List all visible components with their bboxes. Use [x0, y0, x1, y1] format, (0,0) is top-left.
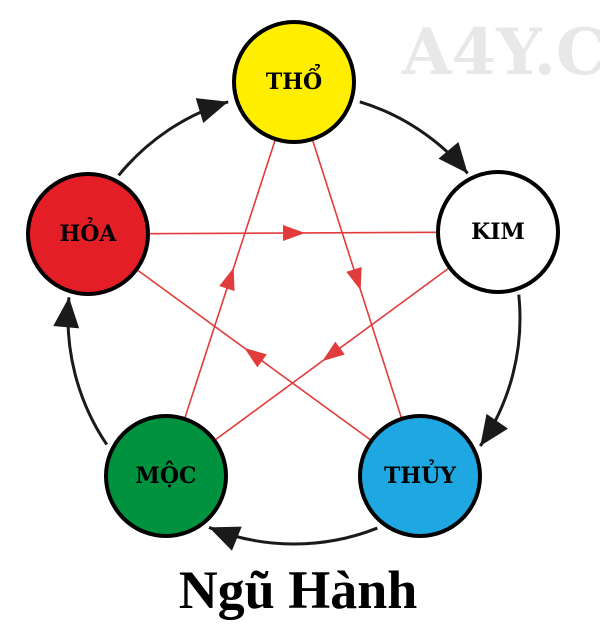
node-kim: KIM	[436, 170, 560, 294]
overcoming-arrow-tho-thuy	[346, 267, 362, 291]
node-hoa-label: HỎA	[59, 217, 117, 247]
node-moc-label: MỘC	[135, 461, 196, 489]
node-kim-label: KIM	[471, 219, 525, 245]
node-hoa: HỎA	[26, 172, 150, 296]
element-nodes: THỔ KIM THỦY MỘC HỎA	[26, 20, 560, 538]
node-tho: THỔ	[232, 20, 356, 144]
node-kim-circle	[436, 170, 560, 294]
diagram-title: Ngũ Hành	[179, 560, 418, 620]
overcoming-arrow-thuy-hoa	[244, 347, 267, 368]
overcoming-star	[136, 138, 451, 442]
generating-arrow-kim-thuy	[480, 413, 508, 447]
node-moc: MỘC	[104, 414, 228, 538]
overcoming-arrow-moc-tho	[219, 267, 235, 291]
generating-cycle	[53, 98, 522, 551]
overcoming-arrow-kim-moc	[322, 341, 345, 362]
node-thuy-circle	[358, 414, 482, 538]
generating-arrow-thuy-moc	[209, 526, 242, 551]
watermark-text: A4Y.C	[401, 15, 600, 90]
node-thuy: THỦY	[358, 414, 482, 538]
node-tho-circle	[232, 20, 356, 144]
node-thuy-label: THỦY	[384, 459, 456, 489]
node-hoa-circle	[26, 172, 150, 296]
node-tho-label: THỔ	[266, 63, 322, 95]
node-moc-circle	[104, 414, 228, 538]
generating-arrow-tho-kim	[438, 141, 468, 174]
overcoming-arrow-hoa-kim	[282, 225, 305, 242]
generating-arrow-moc-hoa	[53, 297, 80, 329]
generating-arrow-hoa-tho	[195, 98, 229, 123]
